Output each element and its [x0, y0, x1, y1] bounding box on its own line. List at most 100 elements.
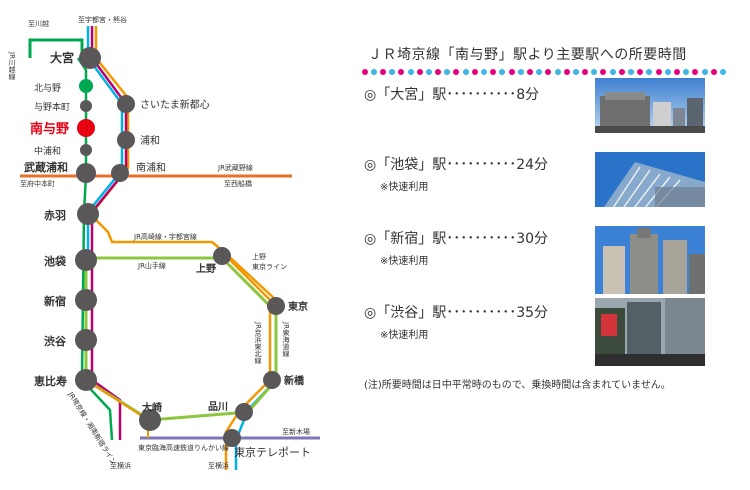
- divider-dot: [563, 69, 570, 75]
- divider-dot: [719, 69, 726, 75]
- station-node-yonohommachi: [80, 100, 92, 112]
- divider-dot: [673, 69, 680, 75]
- route-station: ◎「渋谷」駅: [364, 305, 447, 321]
- station-label-yonohommachi: 与野本町: [34, 101, 70, 113]
- label-to-shinkiba: 至新木場: [282, 427, 310, 436]
- station-node-minamiyono: [77, 119, 95, 137]
- label-jr-yamanote: JR山手線: [137, 261, 166, 270]
- station-label-urawa: 浦和: [140, 134, 160, 147]
- divider-dot: [517, 69, 524, 75]
- divider-dot: [435, 69, 442, 75]
- station-label-akabane: 赤羽: [44, 208, 66, 222]
- station-node-osaki: [139, 409, 161, 431]
- divider-dot: [683, 69, 690, 75]
- station-node-omiya: [79, 47, 101, 69]
- travel-time-panel: ＪＲ埼京線「南与野」駅より主要駅への所要時間 ◎「大宮」駅･･････････8…: [352, 0, 750, 490]
- station-node-akabane: [77, 203, 99, 225]
- station-label-ueno: 上野: [196, 262, 216, 275]
- station-label-omiya: 大宮: [50, 50, 74, 65]
- route-station: ◎「新宿」駅: [364, 231, 447, 247]
- divider-dot: [545, 69, 552, 75]
- divider-dot: [453, 69, 460, 75]
- divider-dot: [572, 69, 579, 75]
- label-jr-takasaki-utsunomiya: JR高崎線・宇都宮線: [133, 232, 197, 241]
- divider-dot: [398, 69, 405, 75]
- station-label-shinjuku: 新宿: [44, 294, 66, 308]
- station-node-tokyo: [267, 297, 285, 315]
- station-label-kitayono: 北与野: [34, 83, 61, 94]
- station-label-minamiurawa: 南浦和: [136, 161, 166, 174]
- photo-shibuya: [595, 298, 705, 366]
- station-label-ebisu: 恵比寿: [34, 374, 67, 388]
- divider-dot: [536, 69, 543, 75]
- station-label-tokyo: 東京: [288, 300, 308, 313]
- label-to-kawagoe: 至川越: [28, 19, 49, 28]
- divider-dot: [554, 69, 561, 75]
- divider-dot: [508, 69, 515, 75]
- station-node-shinagawa: [235, 403, 253, 421]
- divider-dot: [490, 69, 497, 75]
- route-dots: ･･････････: [446, 87, 517, 103]
- route-note: ※快速利用: [380, 330, 429, 341]
- station-label-nakaurawa: 中浦和: [34, 145, 61, 157]
- divider-dot: [444, 69, 451, 75]
- route-row-omiya: ◎「大宮」駅･･････････8分: [364, 84, 604, 104]
- station-node-shibuya: [75, 329, 97, 351]
- station-node-kitayono: [79, 79, 93, 93]
- divider-dot: [379, 69, 386, 75]
- divider-dot: [637, 69, 644, 75]
- station-label-minamiyono: 南与野: [30, 121, 69, 137]
- label-jr-kawagoe: JR川越線: [8, 51, 16, 80]
- divider-dot: [389, 69, 396, 75]
- route-row-shibuya: ◎「渋谷」駅･･････････35分 ※快速利用: [364, 302, 604, 341]
- station-node-nakaurawa: [80, 144, 92, 156]
- label-ueno-tokyo-line-1: 上野: [252, 252, 266, 261]
- route-map: 大宮 北与野 与野本町 南与野 中浦和 武蔵浦和 さいたま新都心 浦和 南浦和 …: [8, 15, 320, 470]
- route-time: 24分: [516, 157, 549, 173]
- station-node-shimbashi: [263, 371, 281, 389]
- route-dots: ･･････････: [446, 157, 517, 173]
- divider-dot: [710, 69, 717, 75]
- divider-dot: [361, 69, 368, 75]
- divider-dot: [692, 69, 699, 75]
- label-to-utsunomiya: 至宇都宮・熊谷: [78, 15, 127, 24]
- divider-dot: [499, 69, 506, 75]
- label-to-fuchuhommachi: 至府中本町: [20, 179, 55, 188]
- photo-shinjuku: [595, 226, 705, 294]
- station-node-tokyoteleport: [223, 429, 241, 447]
- label-to-yokohama-b: 至横浜: [208, 461, 229, 470]
- route-station: ◎「大宮」駅: [364, 87, 447, 103]
- route-note: ※快速利用: [380, 182, 429, 193]
- station-node-musashiurawa: [76, 163, 96, 183]
- divider-dot: [462, 69, 469, 75]
- station-label-saitamashintoshin: さいたま新都心: [140, 98, 210, 111]
- kawagoe-line: [28, 38, 84, 58]
- divider-dot: [471, 69, 478, 75]
- station-label-musashiurawa: 武蔵浦和: [24, 160, 68, 174]
- route-row-ikebukuro: ◎「池袋」駅･･････････24分 ※快速利用: [364, 154, 604, 193]
- divider-dot: [628, 69, 635, 75]
- divider-dot: [646, 69, 653, 75]
- station-node-saitamashintoshin: [117, 95, 135, 113]
- route-station: ◎「池袋」駅: [364, 157, 447, 173]
- label-jr-keihin-tohoku: JR京浜東北線: [254, 321, 262, 364]
- station-label-tokyoteleport: 東京テレポート: [234, 445, 311, 459]
- divider-dot: [481, 69, 488, 75]
- divider-dot: [655, 69, 662, 75]
- station-node-urawa: [117, 131, 135, 149]
- divider-dot: [416, 69, 423, 75]
- station-label-shibuya: 渋谷: [44, 334, 67, 348]
- route-time: 35分: [516, 305, 549, 321]
- route-time: 8分: [516, 87, 540, 103]
- route-time: 30分: [516, 231, 549, 247]
- divider-dot: [609, 69, 616, 75]
- divider-dot: [591, 69, 598, 75]
- footnote: (注)所要時間は日中平常時のもので、乗換時間は含まれていません。: [364, 380, 671, 391]
- divider-dot: [664, 69, 671, 75]
- station-node-minamiurawa: [111, 164, 129, 182]
- station-label-shinagawa: 品川: [208, 401, 228, 413]
- divider-dot: [618, 69, 625, 75]
- divider-dot: [701, 69, 708, 75]
- divider-dot: [370, 69, 377, 75]
- station-label-osaki: 大崎: [142, 401, 162, 414]
